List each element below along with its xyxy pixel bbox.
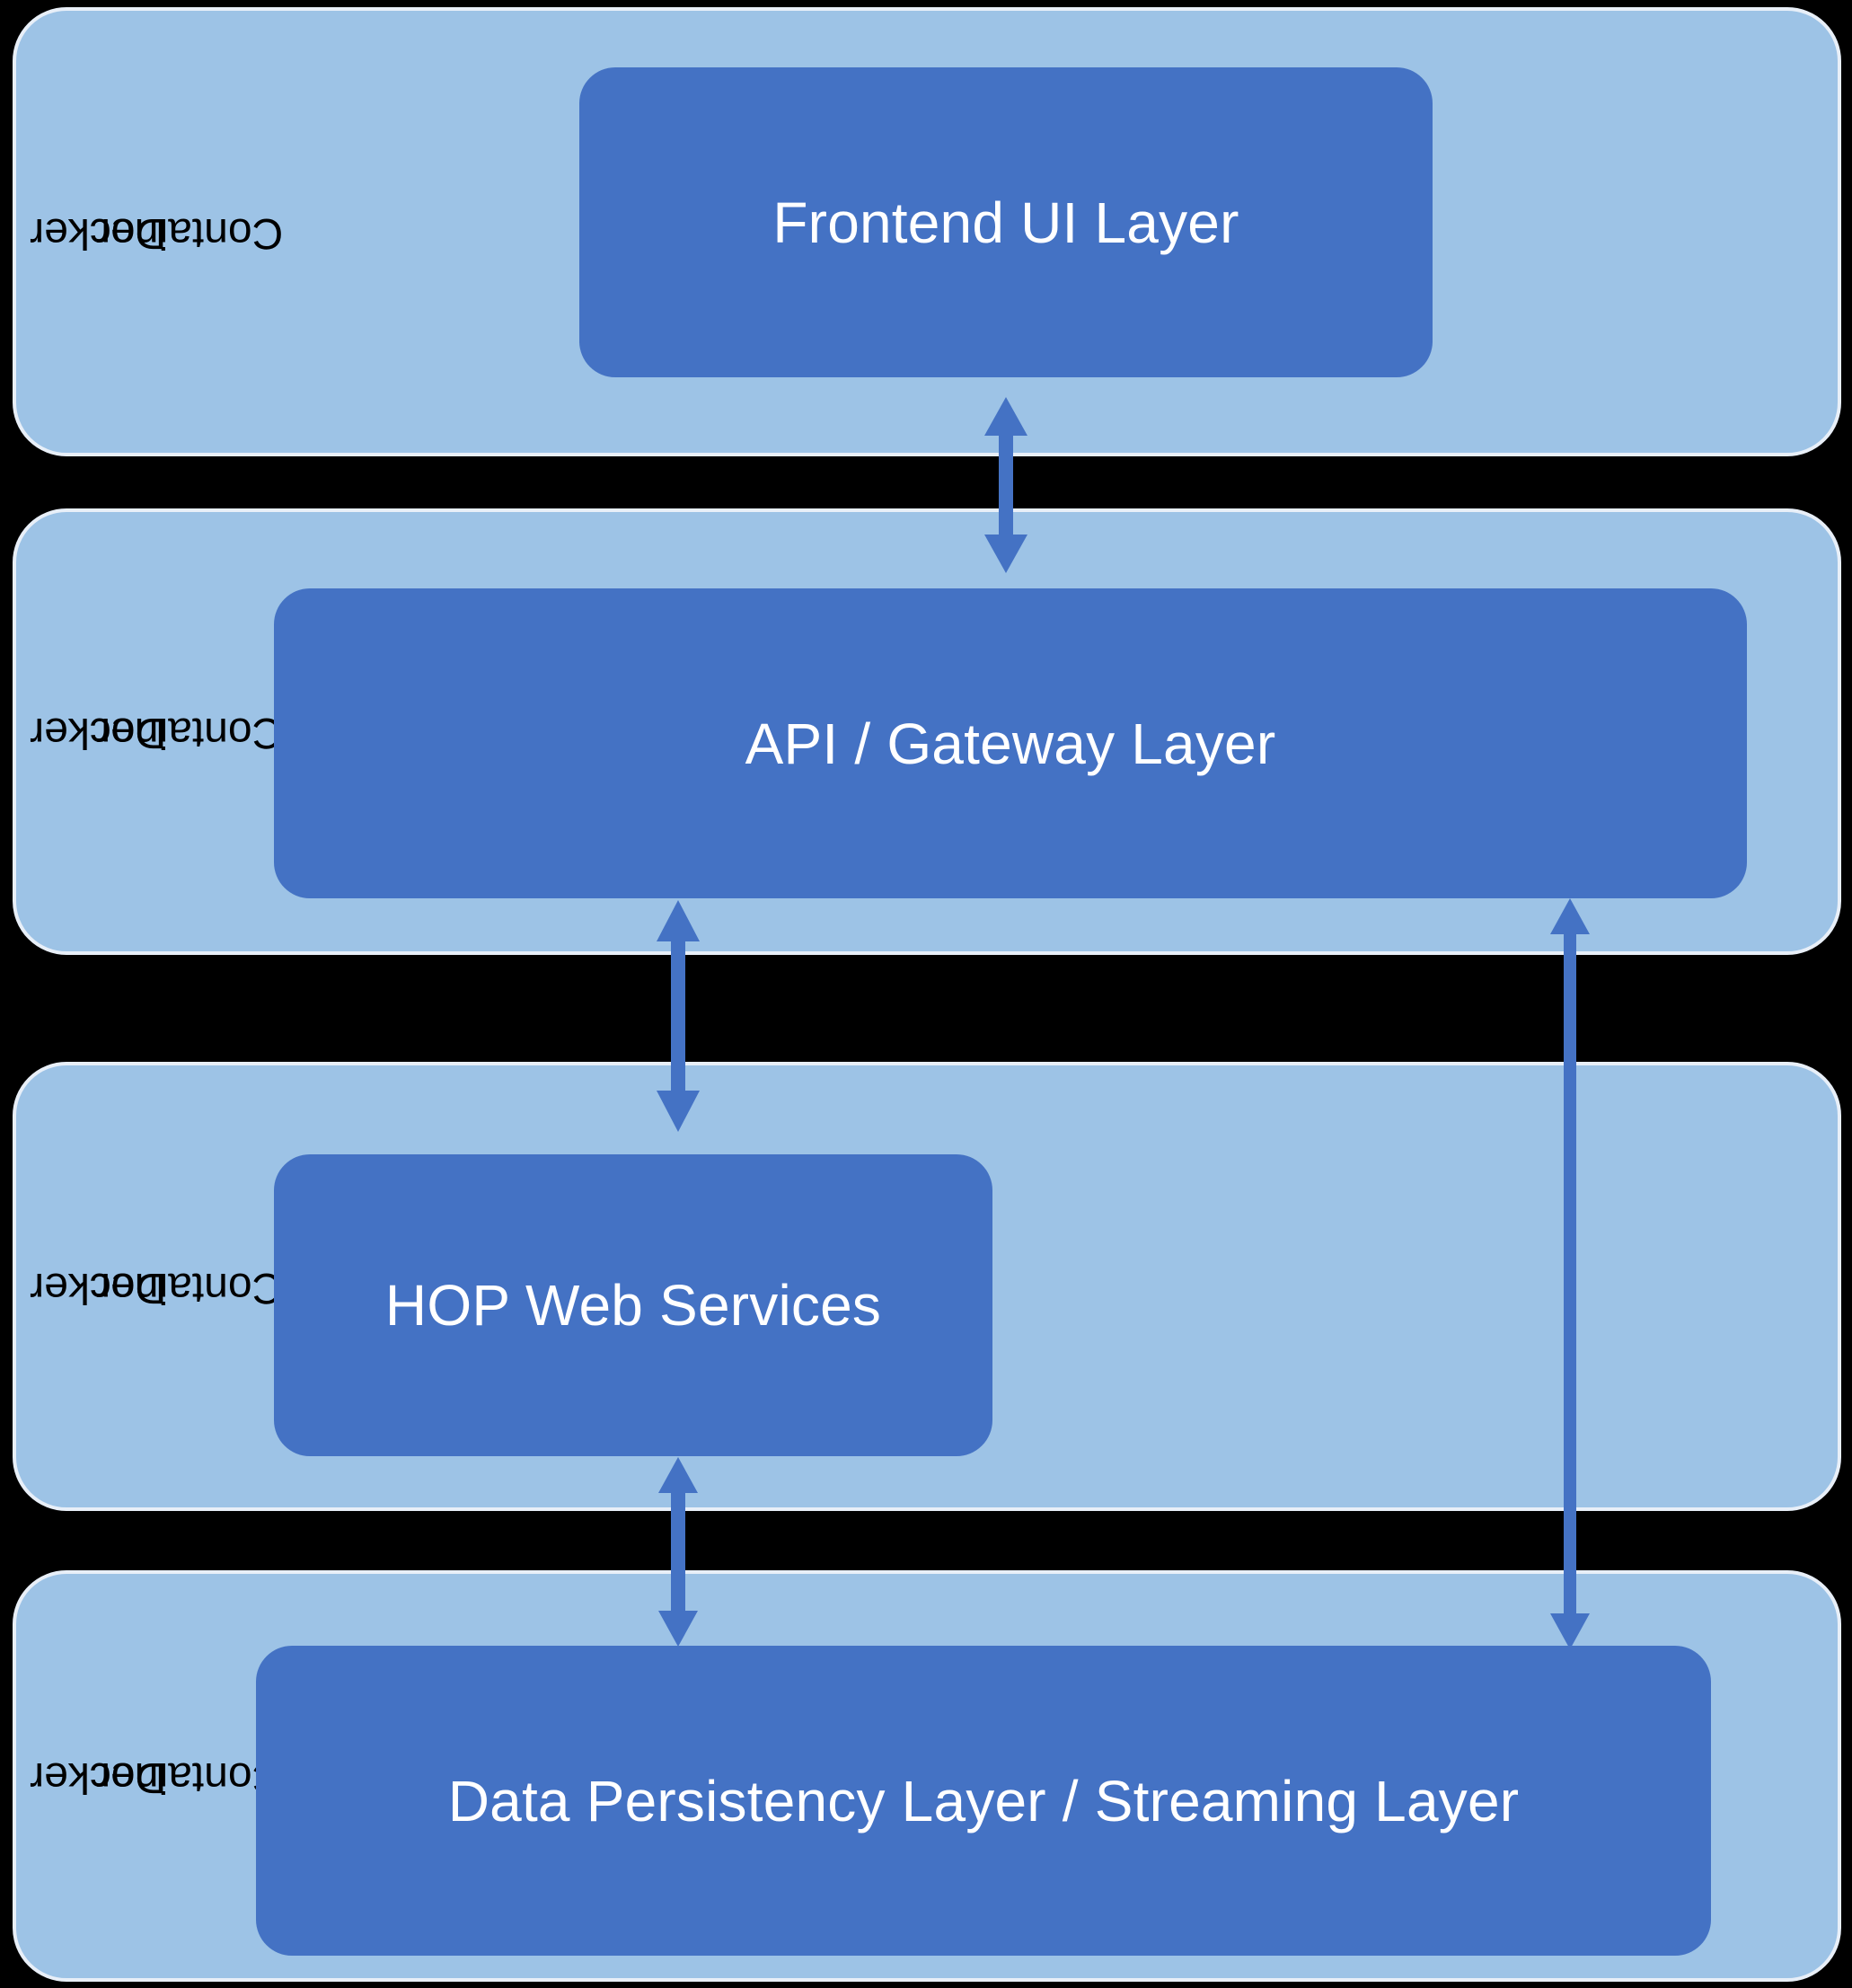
layer-label-frontend: Frontend UI Layer <box>772 190 1239 255</box>
docker-label-line-1: Docker <box>30 1263 167 1312</box>
docker-label-line-2: Container <box>95 708 283 756</box>
docker-label-line-2: Container <box>95 1753 283 1801</box>
docker-label-line-1: Docker <box>30 208 167 257</box>
layer-box-hop-web-services[interactable]: HOP Web Services <box>274 1154 992 1456</box>
double-arrow-icon <box>984 397 1027 573</box>
connector-api-to-data <box>1543 897 1597 1651</box>
layer-label-api-gateway: API / Gateway Layer <box>745 711 1276 776</box>
docker-label-line-1: Docker <box>30 708 167 756</box>
layer-box-data-persistency[interactable]: Data Persistency Layer / Streaming Layer <box>256 1646 1711 1956</box>
layer-label-data-persistency: Data Persistency Layer / Streaming Layer <box>447 1768 1520 1833</box>
layer-box-api-gateway[interactable]: API / Gateway Layer <box>274 588 1747 898</box>
layer-box-frontend[interactable]: Frontend UI Layer <box>579 67 1433 377</box>
layer-label-hop-web-services: HOP Web Services <box>384 1273 882 1338</box>
double-arrow-icon <box>1550 898 1590 1649</box>
docker-label-line-2: Container <box>95 208 283 257</box>
double-arrow-icon <box>657 900 700 1132</box>
docker-label-line-2: Container <box>95 1263 283 1312</box>
docker-label-line-1: Docker <box>30 1753 167 1801</box>
connector-frontend-to-api <box>979 395 1033 575</box>
connector-hop-to-data <box>651 1455 705 1648</box>
double-arrow-icon <box>658 1457 698 1647</box>
connector-api-to-hop <box>651 898 705 1134</box>
